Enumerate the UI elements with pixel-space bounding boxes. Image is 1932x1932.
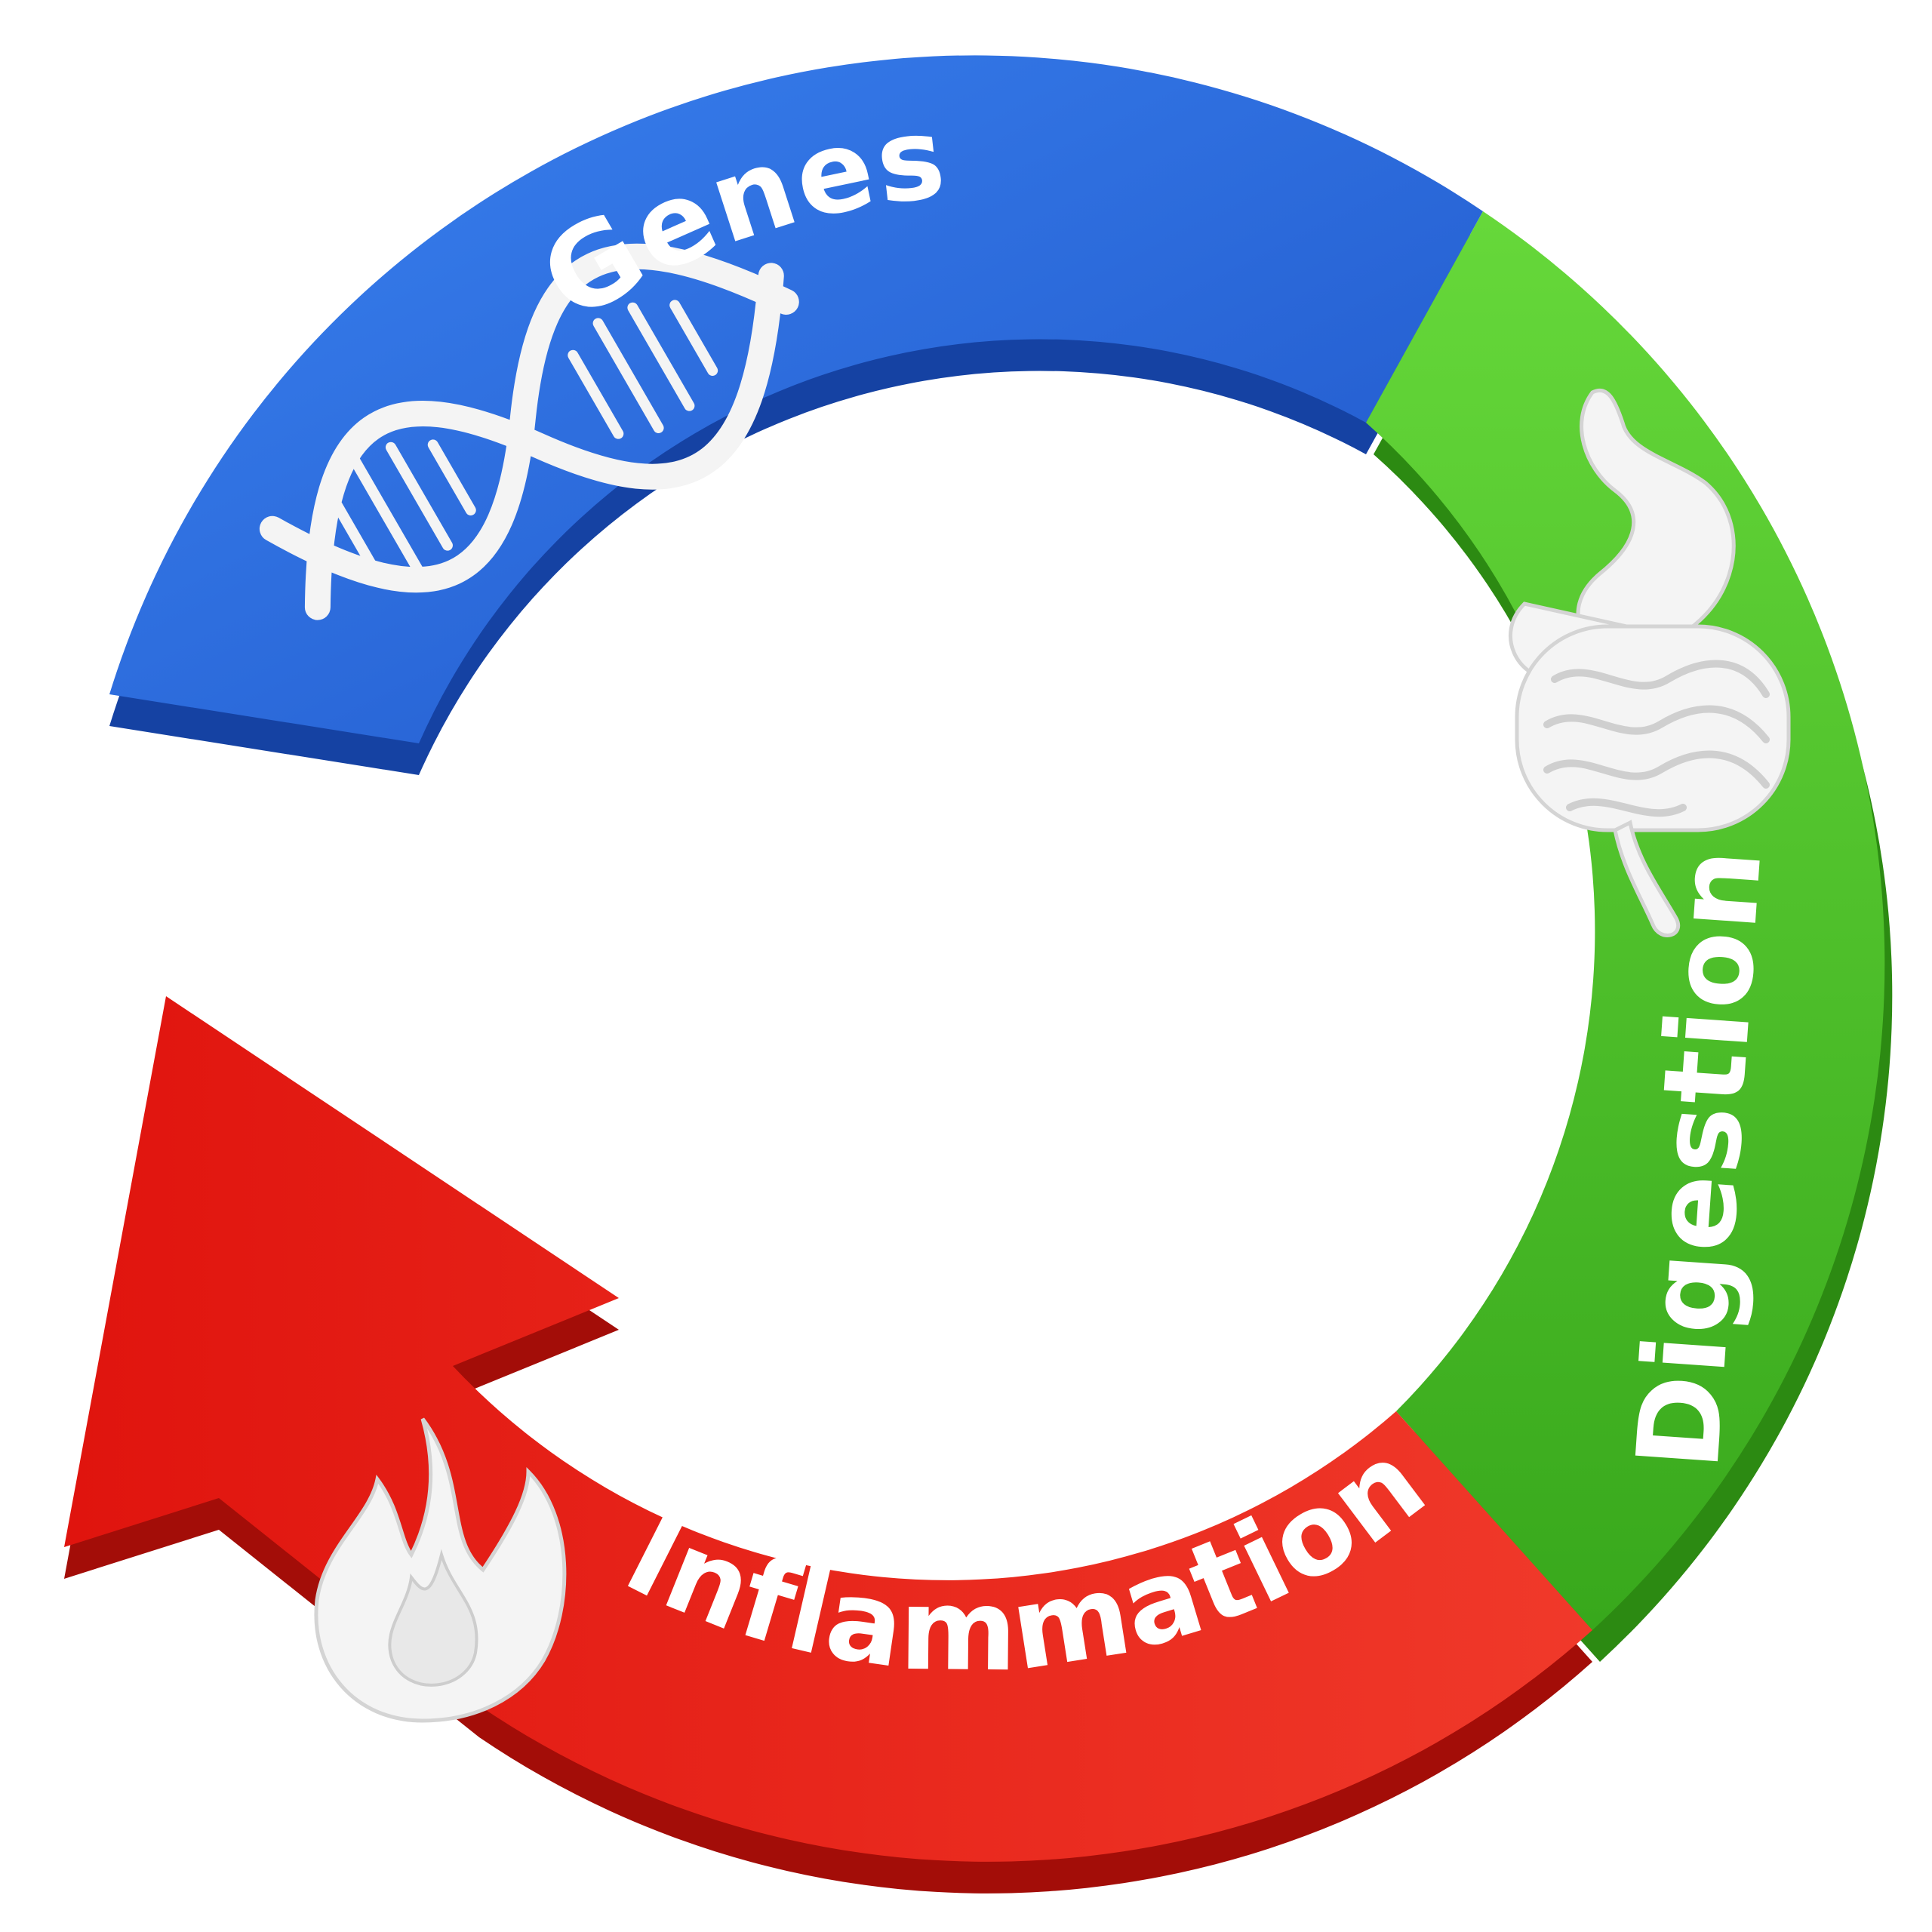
dna-icon — [259, 243, 799, 620]
flame-icon — [314, 1417, 567, 1723]
digestion-arc — [1366, 211, 1885, 1630]
stomach-intestines-icon — [1509, 389, 1791, 937]
segment-genes: Genes — [109, 55, 1483, 776]
segment-digestion: Digestion — [1366, 211, 1893, 1662]
segment-inflammation: Inflammation — [64, 996, 1592, 1894]
